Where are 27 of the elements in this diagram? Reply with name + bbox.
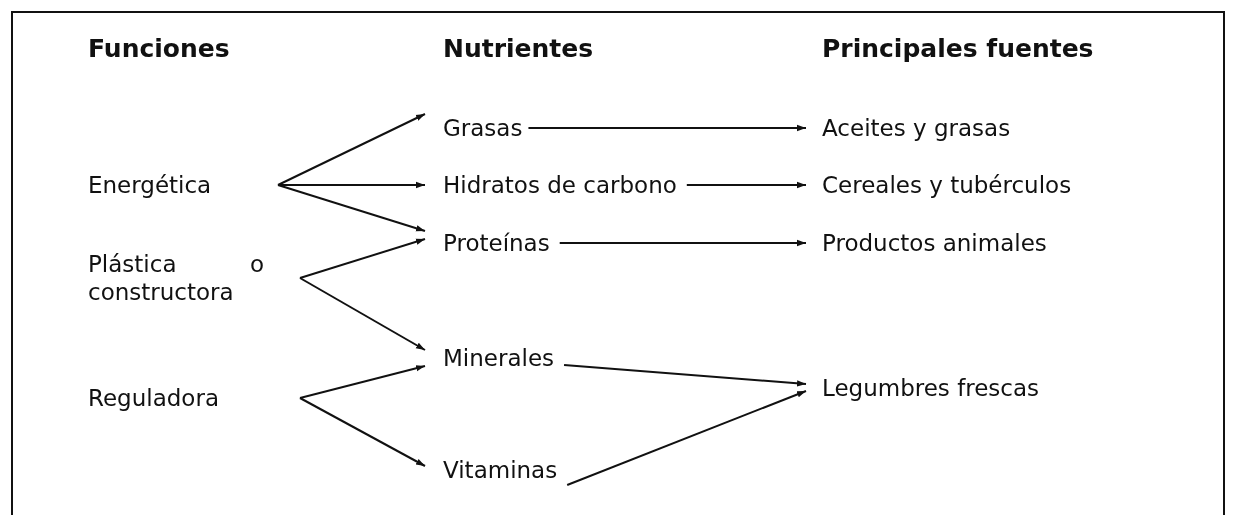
arrow bbox=[566, 390, 807, 486]
list-item: Plástica o constructora bbox=[88, 250, 300, 306]
list-item: Proteínas bbox=[425, 229, 560, 257]
arrow bbox=[277, 113, 426, 186]
list-item: Legumbres frescas bbox=[806, 374, 1040, 402]
column-heading: Nutrientes bbox=[443, 33, 594, 63]
arrow bbox=[299, 238, 426, 279]
arrow bbox=[558, 239, 807, 247]
list-item: Productos animales bbox=[806, 229, 1047, 257]
column-heading: Principales fuentes bbox=[822, 33, 1094, 63]
list-item: Vitaminas bbox=[425, 456, 568, 484]
list-item: Minerales bbox=[425, 344, 565, 372]
list-item: Hidratos de carbono bbox=[425, 171, 687, 199]
arrow bbox=[299, 277, 426, 351]
arrow bbox=[685, 181, 807, 189]
list-item: Energética bbox=[88, 171, 278, 199]
arrow bbox=[277, 184, 426, 232]
arrow bbox=[299, 397, 426, 467]
arrow bbox=[563, 364, 807, 387]
list-item: Grasas bbox=[425, 114, 529, 142]
arrow bbox=[277, 181, 426, 189]
list-item: Reguladora bbox=[88, 384, 300, 412]
column-heading: Funciones bbox=[88, 33, 230, 63]
arrow bbox=[527, 124, 807, 132]
list-item: Aceites y grasas bbox=[806, 114, 1011, 142]
list-item: Cereales y tubérculos bbox=[806, 171, 1072, 199]
arrow bbox=[299, 365, 426, 399]
